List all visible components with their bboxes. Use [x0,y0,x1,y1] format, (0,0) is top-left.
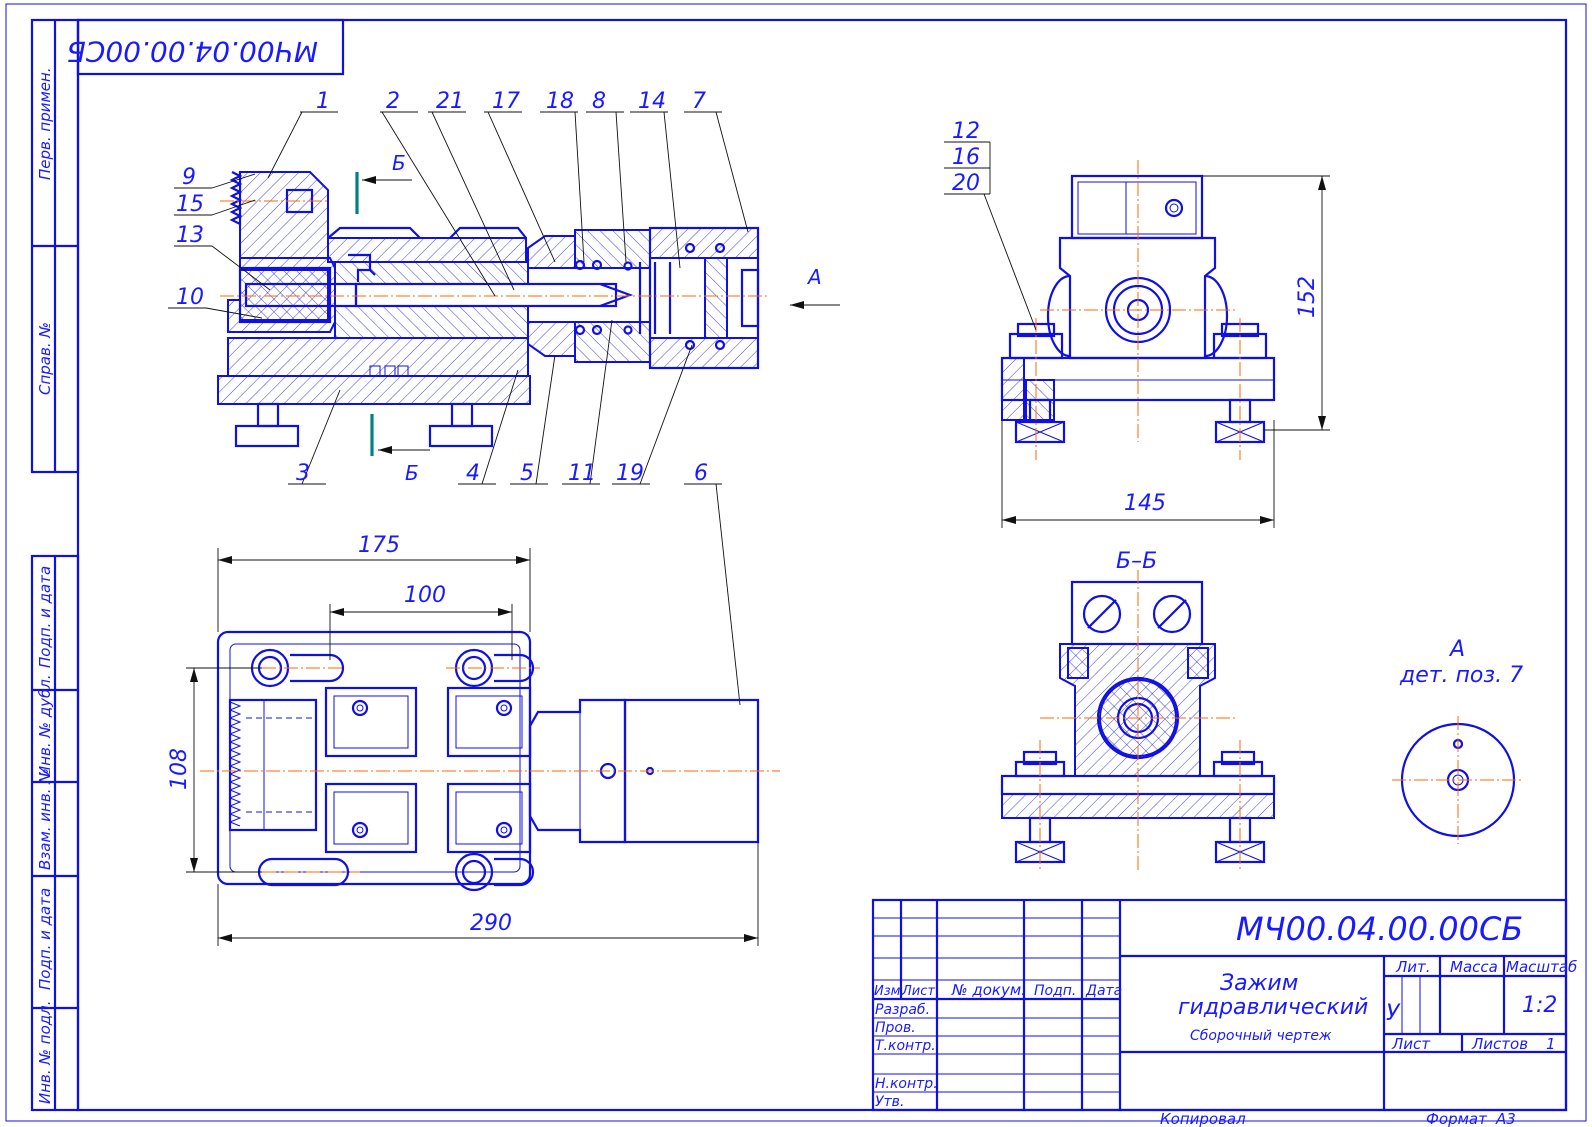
col-podp-data-2: Подп. и дата [36,888,54,990]
col-inv-dubl: Инв. № дубл. [36,674,54,777]
callout-17: 17 [492,89,520,114]
top-stamp: МЧ00.04.00.00СБ [67,18,345,76]
callout-11: 11 [568,461,596,486]
tb-listov-value: 1 [1546,1035,1556,1053]
dim-145: 145 [1124,491,1166,516]
callout-14: 14 [638,89,666,114]
callout-1: 1 [316,89,330,114]
dim-175: 175 [358,533,400,558]
tb-name-line1: Зажим [1220,971,1298,996]
view-a-mark: А [806,265,822,289]
tb-massa-label: Масса [1450,958,1498,976]
tb-name-line2: гидравлический [1178,995,1368,1020]
tb-hdr-data: Дата [1085,983,1122,999]
tb-list-label: Лист [1391,1035,1431,1053]
tb-role-razrab: Разраб. [875,1002,930,1018]
section-b-b-title: Б–Б [1116,549,1157,574]
tb-role-tkontr: Т.контр. [875,1038,936,1054]
tb-hdr-podp: Подп. [1034,983,1076,999]
section-mark-bottom: Б [405,461,419,485]
section-mark-top: Б [392,151,406,175]
col-inv-podl: Инв. № подл. [36,1001,54,1104]
view-a-subtitle: дет. поз. 7 [1399,663,1523,688]
col-perv-primen: Перв. примен. [36,67,54,180]
tb-role-utv: Утв. [875,1094,904,1110]
view-a-title: А [1448,637,1465,662]
callouts-side-view: 12 16 20 [944,119,1037,331]
callout-4: 4 [466,461,480,486]
footer-format-label: Формат [1426,1110,1488,1127]
callout-8: 8 [592,89,606,114]
tb-scale-value: 1:2 [1522,993,1557,1018]
dim-152: 152 [1295,276,1320,318]
tb-lit-label: Лит. [1395,958,1431,976]
side-view [1000,160,1276,460]
side-columns: Перв. примен. Справ. № Подп. и дата Инв.… [30,18,80,1112]
title-block: Изм. Лист № докум. Подп. Дата Разраб. Пр… [871,898,1577,1112]
tb-role-prov: Пров. [875,1020,916,1036]
callout-12: 12 [952,119,980,144]
tb-doc-type: Сборочный чертеж [1190,1028,1332,1044]
tb-lit-value: У [1386,1001,1401,1026]
main-section-view: Б Б А [217,151,840,485]
callout-9: 9 [182,165,196,190]
callout-5: 5 [520,461,534,486]
tb-hdr-list: Лист [901,984,935,999]
dim-290: 290 [470,911,512,936]
tb-hdr-izm: Изм. [874,984,905,999]
callout-2: 2 [386,89,400,114]
callout-3: 3 [296,461,310,486]
col-sprav-no: Справ. № [36,322,54,395]
callouts-bottom: 3 4 5 11 19 6 [288,319,741,706]
callout-16: 16 [952,145,980,170]
footer-format-value: А3 [1495,1110,1516,1127]
callout-6: 6 [694,461,708,486]
callout-13: 13 [176,223,204,248]
callout-19: 19 [616,461,644,486]
plan-dimensions: 175 100 290 108 [167,533,759,946]
dim-100: 100 [404,583,446,608]
col-vzam-inv: Взам. инв. № [36,768,54,870]
side-view-dimensions: 152 145 [1001,175,1330,528]
callout-18: 18 [546,89,574,114]
callout-20: 20 [952,171,980,196]
col-podp-data-1: Подп. и дата [36,566,54,668]
callout-7: 7 [692,89,706,114]
tb-masshtab-label: Масштаб [1506,958,1577,976]
tb-role-nkontr: Н.контр. [875,1076,938,1092]
tb-hdr-doc-no: № докум. [951,981,1026,999]
callout-15: 15 [176,192,204,217]
top-stamp-text: МЧ00.04.00.00СБ [67,35,318,68]
dim-108: 108 [167,748,192,790]
view-a: А дет. поз. 7 [1392,637,1524,844]
section-b-b: Б–Б [1000,549,1276,870]
callout-21: 21 [436,89,464,114]
plan-view [200,630,780,892]
callout-10: 10 [176,285,204,310]
callouts-top: 1 2 21 17 18 8 14 7 [267,89,749,297]
footer-kopiroval: Копировал [1160,1110,1246,1127]
tb-listov-label: Листов [1471,1035,1528,1053]
footer: Копировал Формат А3 [1160,1110,1516,1127]
tb-designation: МЧ00.04.00.00СБ [1236,910,1523,948]
callouts-left: 9 15 13 10 [168,165,271,319]
